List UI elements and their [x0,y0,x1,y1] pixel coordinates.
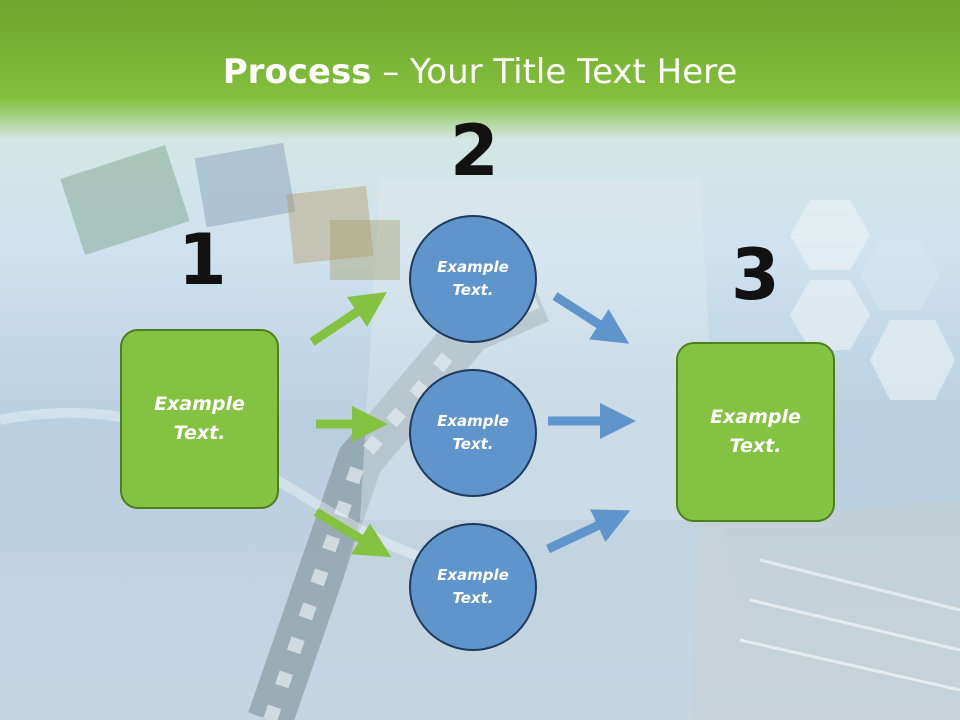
step-number-3: 3 [731,234,780,316]
circle-middle-text: Example Text. [437,412,509,453]
circle-bottom: Example Text. [409,523,537,651]
step-1-box: Example Text. [120,329,279,509]
circle-middle: Example Text. [409,369,537,497]
page-title: Process – Your Title Text Here [0,52,960,92]
title-bar [0,0,960,140]
step-1-text: Example Text. [154,393,245,444]
title-rest: – Your Title Text Here [371,52,738,92]
step-number-1: 1 [178,219,227,301]
arrow-green-down [313,508,392,558]
step-3-box: Example Text. [676,342,835,522]
title-bold: Process [222,52,372,92]
step-3-text: Example Text. [710,406,801,457]
arrow-blue-up [546,509,631,554]
arrow-green-up [309,292,387,346]
circle-top: Example Text. [409,215,537,343]
circle-top-text: Example Text. [437,258,509,299]
circle-bottom-text: Example Text. [437,566,509,607]
arrow-blue-down [552,292,630,344]
step-number-2: 2 [450,110,499,192]
